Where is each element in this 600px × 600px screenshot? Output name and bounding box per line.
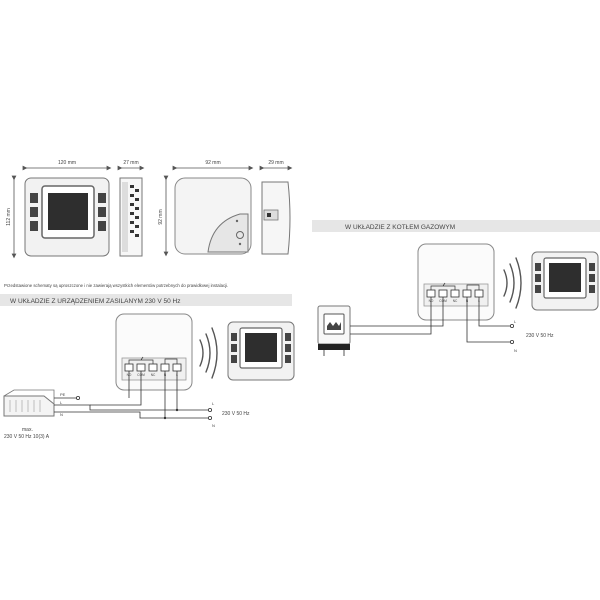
- dim-receiver-height: 92 mm: [158, 209, 164, 224]
- supply-voltage-right: 230 V 50 Hz: [526, 333, 554, 339]
- gas-boiler-icon: [317, 305, 351, 356]
- supply-label-l: L: [212, 401, 215, 406]
- section-title-power: W UKŁADZIE Z URZĄDZENIEM ZASILANYM 230 V…: [10, 298, 180, 305]
- supply-label-n-right: N: [514, 348, 517, 353]
- dim-front-height: 112 mm: [6, 208, 12, 226]
- dim-receiver-depth: 29 mm: [268, 160, 283, 166]
- wire-label-n: N: [60, 412, 63, 417]
- receiver-left: [115, 313, 193, 391]
- supply-voltage-left: 230 V 50 Hz: [222, 411, 250, 417]
- max-value: 230 V 50 Hz 10(3) A: [4, 434, 50, 440]
- supply-label-n: N: [212, 423, 215, 428]
- installation-note: Przedstawione schematy są uproszczone i …: [4, 283, 228, 288]
- wireless-signal-icon: [199, 327, 218, 379]
- supply-label-l-right: L: [514, 319, 517, 324]
- dim-receiver-width: 92 mm: [205, 160, 220, 166]
- terminal-label: NC: [151, 373, 156, 377]
- wiring-left: [54, 371, 210, 419]
- max-label: max.: [22, 427, 33, 433]
- dim-front-width: 120 mm: [58, 160, 76, 166]
- wiring-right: [350, 297, 512, 343]
- powered-device: [3, 389, 55, 417]
- receiver-front-view: [174, 177, 252, 255]
- thermostat-right: [531, 251, 599, 311]
- thermostat-side-view: [119, 177, 143, 257]
- thermostat-left: [227, 321, 295, 381]
- wireless-signal-icon: [503, 257, 522, 309]
- receiver-side-view: [261, 181, 291, 255]
- section-banner-power: [0, 294, 292, 306]
- section-banner-boiler: [312, 220, 600, 232]
- thermostat-front-view: [24, 177, 110, 257]
- wire-junctions: [76, 395, 212, 420]
- dim-side-depth: 27 mm: [123, 160, 138, 166]
- section-title-boiler: W UKŁADZIE Z KOTŁEM GAZOWYM: [345, 224, 455, 231]
- wire-label-l: L: [60, 400, 63, 405]
- terminal-label: NC: [453, 299, 458, 303]
- wire-label-pe: PE: [60, 392, 66, 397]
- receiver-right: [417, 243, 495, 321]
